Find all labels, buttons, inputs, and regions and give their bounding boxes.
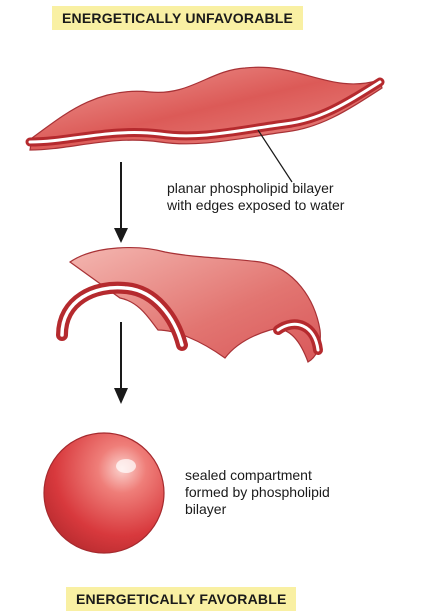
label-line: formed by phospholipid [185, 484, 415, 501]
planar-bilayer-label: planar phospholipid bilayer with edges e… [167, 180, 417, 214]
label-line: sealed compartment [185, 467, 415, 484]
planar-bilayer-sheet [30, 67, 382, 150]
sealed-compartment-sphere [44, 433, 164, 553]
label-line: bilayer [185, 501, 415, 518]
label-line: planar phospholipid bilayer [167, 180, 417, 197]
label-pointer-line [258, 130, 292, 182]
energetically-favorable-banner: ENERGETICALLY FAVORABLE [66, 587, 296, 611]
label-line: with edges exposed to water [167, 197, 417, 214]
arrow-down-icon [114, 322, 128, 404]
sealed-compartment-label: sealed compartment formed by phospholipi… [185, 467, 415, 518]
curved-bilayer-dome [62, 248, 320, 362]
arrow-down-icon [114, 162, 128, 243]
